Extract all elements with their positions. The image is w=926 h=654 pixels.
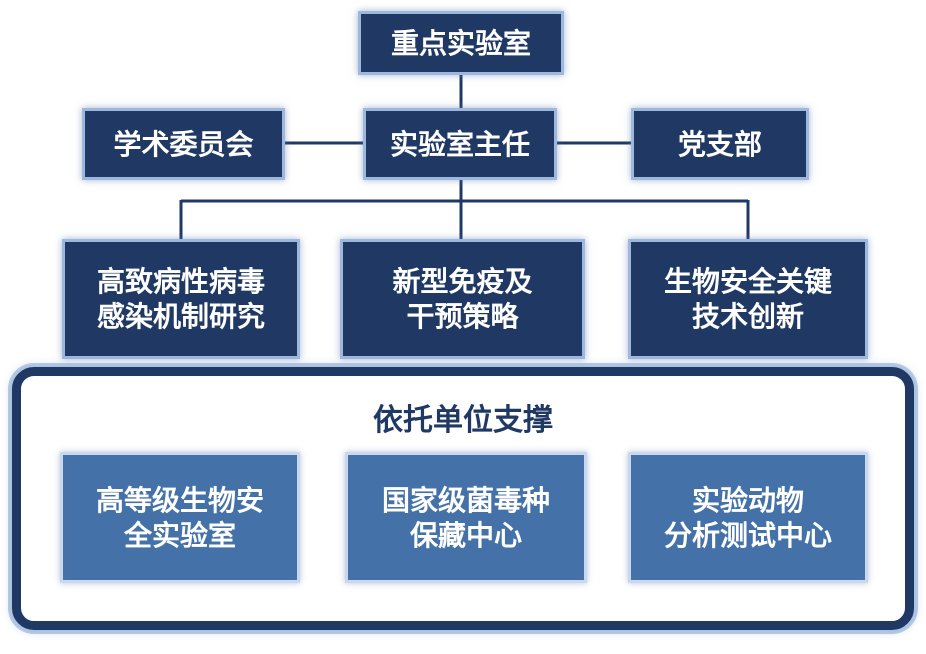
node-animal-testing-center: 实验动物 分析测试中心	[628, 452, 868, 583]
node-party-branch: 党支部	[631, 108, 809, 180]
node-immunity-intervention: 新型免疫及 干预策略	[340, 239, 585, 359]
node-biosafety-laboratory: 高等级生物安 全实验室	[60, 452, 300, 583]
node-key-laboratory: 重点实验室	[358, 11, 564, 75]
node-strain-preservation-center: 国家级菌毒种 保藏中心	[345, 452, 587, 583]
node-biosafety-technology: 生物安全关键 技术创新	[628, 239, 868, 359]
node-virus-infection-research: 高致病性病毒 感染机制研究	[62, 239, 300, 359]
node-academic-committee: 学术委员会	[82, 108, 285, 180]
node-lab-director: 实验室主任	[363, 108, 557, 180]
support-title: 依托单位支撑	[373, 404, 553, 437]
